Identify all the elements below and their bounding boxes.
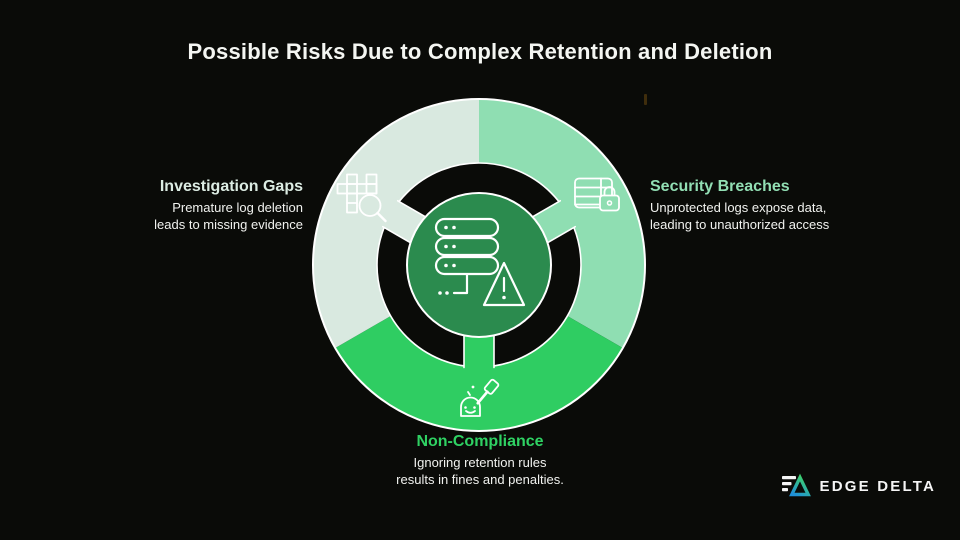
segment-non-compliance	[335, 316, 623, 431]
segment-security-breaches	[479, 99, 645, 348]
screen-artifact	[644, 94, 647, 105]
label-investigation-gaps: Investigation Gaps Premature log deletio…	[73, 177, 303, 233]
risk-donut-diagram	[289, 75, 669, 455]
security-breaches-heading: Security Breaches	[650, 178, 790, 195]
edge-delta-logo: EDGE DELTA	[781, 471, 936, 501]
security-breaches-desc-line2: leading to unauthorized access	[650, 216, 830, 232]
edge-delta-logo-text: EDGE DELTA	[819, 477, 936, 495]
label-security-breaches: Security Breaches Unprotected logs expos…	[650, 177, 890, 233]
outer-edge-line	[312, 98, 646, 432]
grid-magnifier-icon	[336, 173, 387, 223]
segment-investigation-gaps	[313, 99, 479, 348]
table-lock-icon	[574, 177, 620, 212]
page-title: Possible Risks Due to Complex Retention …	[187, 39, 773, 64]
non-compliance-desc-line2: results in fines and penalties.	[396, 471, 564, 487]
server-warning-icon	[434, 217, 526, 307]
label-non-compliance: Non-Compliance Ignoring retention rules …	[0, 432, 960, 488]
edge-delta-logo-mark	[781, 473, 811, 497]
non-compliance-desc-line1: Ignoring retention rules	[413, 455, 547, 470]
gavel-bell-icon	[460, 378, 500, 417]
center-circle	[406, 192, 552, 338]
donut-svg	[312, 98, 646, 432]
investigation-gaps-desc-line2: leads to missing evidence	[154, 216, 303, 232]
investigation-gaps-heading: Investigation Gaps	[159, 178, 303, 195]
non-compliance-heading: Non-Compliance	[416, 433, 544, 450]
investigation-gaps-desc-line1: Premature log deletion	[172, 200, 303, 215]
security-breaches-desc-line1: Unprotected logs expose data,	[650, 200, 827, 215]
